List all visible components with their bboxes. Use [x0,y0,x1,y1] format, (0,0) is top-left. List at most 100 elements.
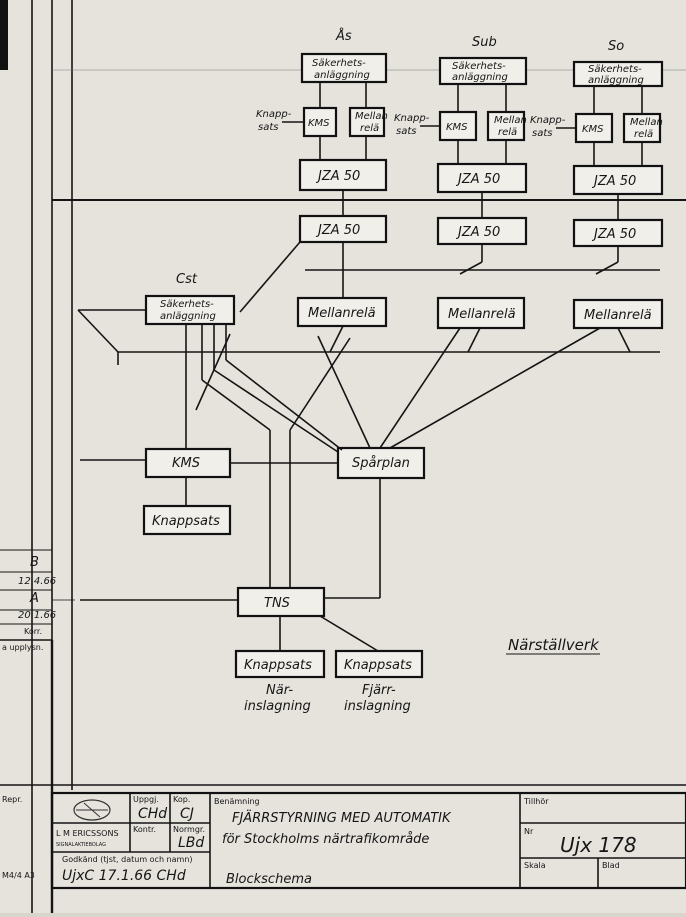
as-safety-line2: anläggning [314,70,370,81]
sub-safety-box [438,56,528,86]
sub-mellanrele-line2: relä [498,127,517,138]
revision-table: B 12.4.66 A 20.1.66 Korr. a upplysn. Rep… [0,549,56,880]
so-mellanrele-line2: relä [634,129,653,140]
format-label: M4/4 A3 [2,871,35,880]
nar-caption-line1: När- [266,683,293,698]
station-so-name: So [608,39,624,54]
kop-value: CJ [180,806,194,822]
knappsats-nar-label: Knappsats [244,658,312,673]
cst-kms-box [144,447,232,479]
normgr-value: LBd [178,835,204,851]
so-mellanrele-line1: Mellan [630,117,663,128]
korr-label: Korr. [24,627,42,636]
company-name: L M ERICSSONS [56,829,119,838]
as-safety-box [300,52,388,84]
cst-safety-line1: Säkerhets- [160,299,214,310]
so-mellanrele-lower-label: Mellanrelä [584,308,652,323]
fjarr-caption-line1: Fjärr- [362,683,396,698]
cst-knappsats-box [142,504,232,536]
station-sub-name: Sub [472,35,497,50]
so-safety-line1: Säkerhets- [588,64,642,75]
revision-b-date: 12.4.66 [18,576,56,587]
ericsson-logo [73,799,111,821]
as-jza-top-label: JZA 50 [315,169,360,184]
cst-sparplan-box [336,446,426,480]
knappsats-fjarr-box [334,649,424,679]
uppgj-label: Uppgj. [133,795,159,804]
so-kms-label: KMS [582,124,604,135]
station-so: So Säkerhets- anläggning KMS Mellan relä… [530,39,664,330]
normgr-label: Normgr. [173,825,205,834]
knappsats-fjarr-label: Knappsats [344,658,412,673]
title-line1: FJÄRRSTYRNING MED AUTOMATIK [232,810,452,826]
benamning-label: Benämning [214,797,260,806]
cst-kms-label: KMS [172,456,200,471]
cst-tns-label: TNS [264,596,290,611]
title-line2: för Stockholms närtrafikområde [222,832,429,847]
station-sub: Sub Säkerhets- anläggning KMS Mellan rel… [394,35,528,330]
as-mellanrele-lower-label: Mellanrelä [308,306,376,321]
so-jza-top-label: JZA 50 [591,174,636,189]
cst-section: Cst Säkerhets- anläggning KMS Knappsats … [80,272,601,714]
revision-a-date: 20.1.66 [18,610,56,621]
company-sub: SIGNALAKTIEBOLAG [56,842,106,848]
kontr-label: Kontr. [133,825,156,834]
fjarr-caption-line2: inslagning [344,699,411,714]
title-block: L M ERICSSONS SIGNALAKTIEBOLAG Uppgj. CH… [50,791,686,890]
cst-tns-box [236,586,326,618]
sub-kms-label: KMS [446,122,468,133]
so-safety-box [572,60,664,88]
cst-knappsats-label: Knappsats [152,514,220,529]
as-kms-label: KMS [308,118,330,129]
as-knappsats-line1: Knapp- [256,109,292,120]
as-mellanrele-lower-box [296,296,388,328]
godkand-value: UjxC 17.1.66 CHd [62,868,186,884]
sub-mellanrele-lower-label: Mellanrelä [448,307,516,322]
tillhor-label: Tillhör [523,797,549,806]
sub-knappsats-line1: Knapp- [394,113,430,124]
sub-safety-line1: Säkerhets- [452,61,506,72]
cst-name: Cst [176,272,198,287]
repr-label: Repr. [2,795,22,804]
sub-jza-top-label: JZA 50 [455,172,500,187]
so-safety-line2: anläggning [588,75,644,86]
sub-mellanrele-lower-box [436,296,526,330]
bus-lines [77,241,660,365]
upplysn-label: a upplysn. [2,643,43,652]
drawing-number: Ujx 178 [560,833,637,857]
nr-label: Nr [524,827,534,836]
so-kms-box [574,112,614,144]
cst-sparplan-label: Spårplan [352,456,410,471]
sub-mellanrele-box [486,110,526,142]
so-knappsats-line2: sats [532,128,552,139]
as-mellanrele-line2: relä [360,123,379,134]
cst-safety-box [144,294,236,326]
as-mellanrele-box [348,106,386,138]
blad-label: Blad [602,861,620,870]
revision-b-letter: B [30,555,39,570]
as-knappsats-line2: sats [258,122,278,133]
as-mellanrele-line1: Mellan [355,111,388,122]
station-as: Ås Säkerhets- anläggning KMS Mellan relä… [256,28,388,328]
as-jza-bottom-label: JZA 50 [315,223,360,238]
revision-a-letter: A [29,591,39,606]
cst-safety-line2: anläggning [160,311,216,322]
as-safety-line1: Säkerhets- [312,58,366,69]
so-jza-bottom-label: JZA 50 [591,227,636,242]
sub-mellanrele-line1: Mellan [494,115,527,126]
uppgj-value: CHd [138,806,167,822]
sub-knappsats-line2: sats [396,126,416,137]
binding-strip [0,0,8,70]
sub-jza-bottom-label: JZA 50 [455,225,500,240]
title-line3: Blockschema [226,872,312,887]
kop-label: Kop. [173,795,190,804]
knappsats-nar-box [234,649,326,679]
nar-caption-line2: inslagning [244,699,311,714]
so-mellanrele-lower-box [572,298,664,330]
station-as-name: Ås [335,28,352,44]
godkand-label: Godkänd (tjst, datum och namn) [62,855,193,864]
sub-safety-line2: anläggning [452,72,508,83]
as-jza-top-box [298,158,388,192]
